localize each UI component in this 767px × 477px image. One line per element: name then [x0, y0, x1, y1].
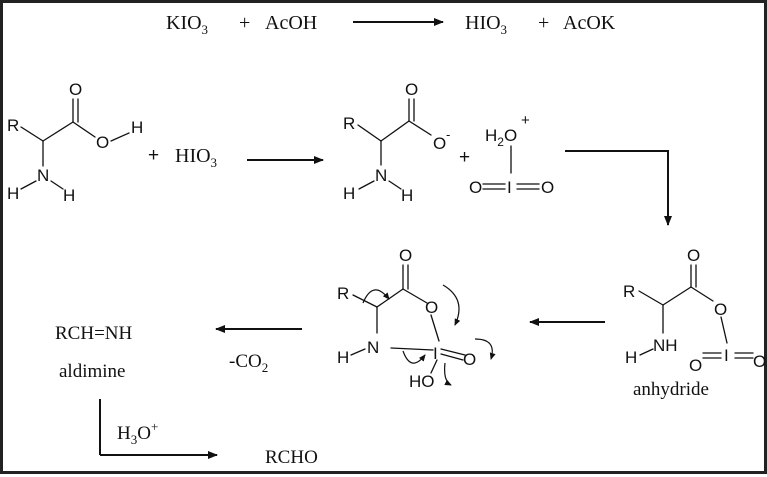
plus-sign: + — [239, 12, 250, 34]
hydronium-label: H3O+ — [117, 419, 158, 447]
atom-o: O — [687, 246, 700, 265]
r-group-label: R — [343, 114, 355, 133]
atom-o: O — [69, 80, 82, 99]
atom-o: O — [541, 178, 554, 197]
plus-sign: + — [538, 12, 549, 34]
hydrolysis-step: H3O+ RCHO — [99, 399, 318, 468]
equation-row-1: KIO3 + AcOH HIO3 + AcOK — [166, 12, 616, 37]
atom-n: N — [375, 166, 387, 185]
atom-o: O — [753, 352, 766, 371]
aldimine-group: RCH=NH aldimine — [55, 323, 133, 382]
reactant-kio3: KIO3 — [166, 12, 208, 37]
r-group-label: R — [7, 116, 19, 135]
aldimine-label: aldimine — [59, 361, 125, 382]
electron-arrow — [362, 289, 390, 304]
reactant-acoh: AcOH — [265, 12, 317, 34]
product-rcho: RCHO — [265, 447, 318, 468]
atom-o: O — [96, 133, 109, 152]
atom-o: O — [433, 134, 446, 153]
plus-sign: + — [459, 147, 470, 168]
atom-nh: NH — [653, 336, 678, 355]
atom-o: O — [689, 356, 702, 375]
aldimine-formula: RCH=NH — [55, 323, 133, 344]
atom-i: I — [433, 344, 438, 363]
amino-acid-structure: R O O H N H H — [7, 80, 143, 205]
atom-h: H — [131, 118, 143, 137]
atom-o: O — [714, 300, 727, 319]
r-group-label: R — [623, 282, 635, 301]
anhydride-label: anhydride — [633, 379, 709, 400]
electron-arrow — [444, 362, 452, 386]
product-hio3: HIO3 — [465, 12, 507, 37]
r-group-label: R — [337, 284, 349, 303]
decarboxylation-label: -CO2 — [229, 351, 268, 375]
atom-h: H — [63, 186, 75, 205]
atom-o: O — [425, 298, 438, 317]
atom-n: N — [37, 166, 49, 185]
anhydride-structure: R O O NH H I O O anhydride — [623, 246, 766, 400]
atom-h: H — [343, 184, 355, 203]
atom-i: I — [724, 346, 729, 365]
hio3-label: HIO3 — [175, 145, 217, 170]
plus-sign: + — [148, 145, 159, 166]
cyclic-intermediate-structure: R O O N H I O HO — [337, 246, 496, 391]
atom-h: H — [7, 184, 19, 203]
charge-minus: - — [446, 127, 450, 142]
atom-n: N — [367, 338, 379, 357]
atom-h: H — [337, 348, 349, 367]
atom-i: I — [507, 178, 512, 197]
atom-o: O — [469, 178, 482, 197]
atom-h: H — [625, 348, 637, 367]
electron-arrow — [402, 350, 426, 364]
atom-o: O — [405, 80, 418, 99]
electron-arrow — [474, 338, 496, 360]
iodine-oxonium-structure: H2O + I O O — [469, 112, 554, 197]
reaction-arrow-bent — [565, 150, 672, 226]
atom-o: O — [463, 350, 476, 369]
h2o-label: H2O — [485, 126, 517, 149]
charge-plus: + — [521, 112, 530, 129]
reaction-scheme: KIO3 + AcOH HIO3 + AcOK R O O H N H H + … — [7, 12, 766, 468]
electron-arrow — [442, 284, 461, 326]
product-acok: AcOK — [563, 12, 616, 34]
atom-ho: HO — [409, 372, 435, 391]
atom-o: O — [399, 246, 412, 265]
carboxylate-structure: R O O - N H H — [343, 80, 450, 205]
atom-h: H — [401, 186, 413, 205]
